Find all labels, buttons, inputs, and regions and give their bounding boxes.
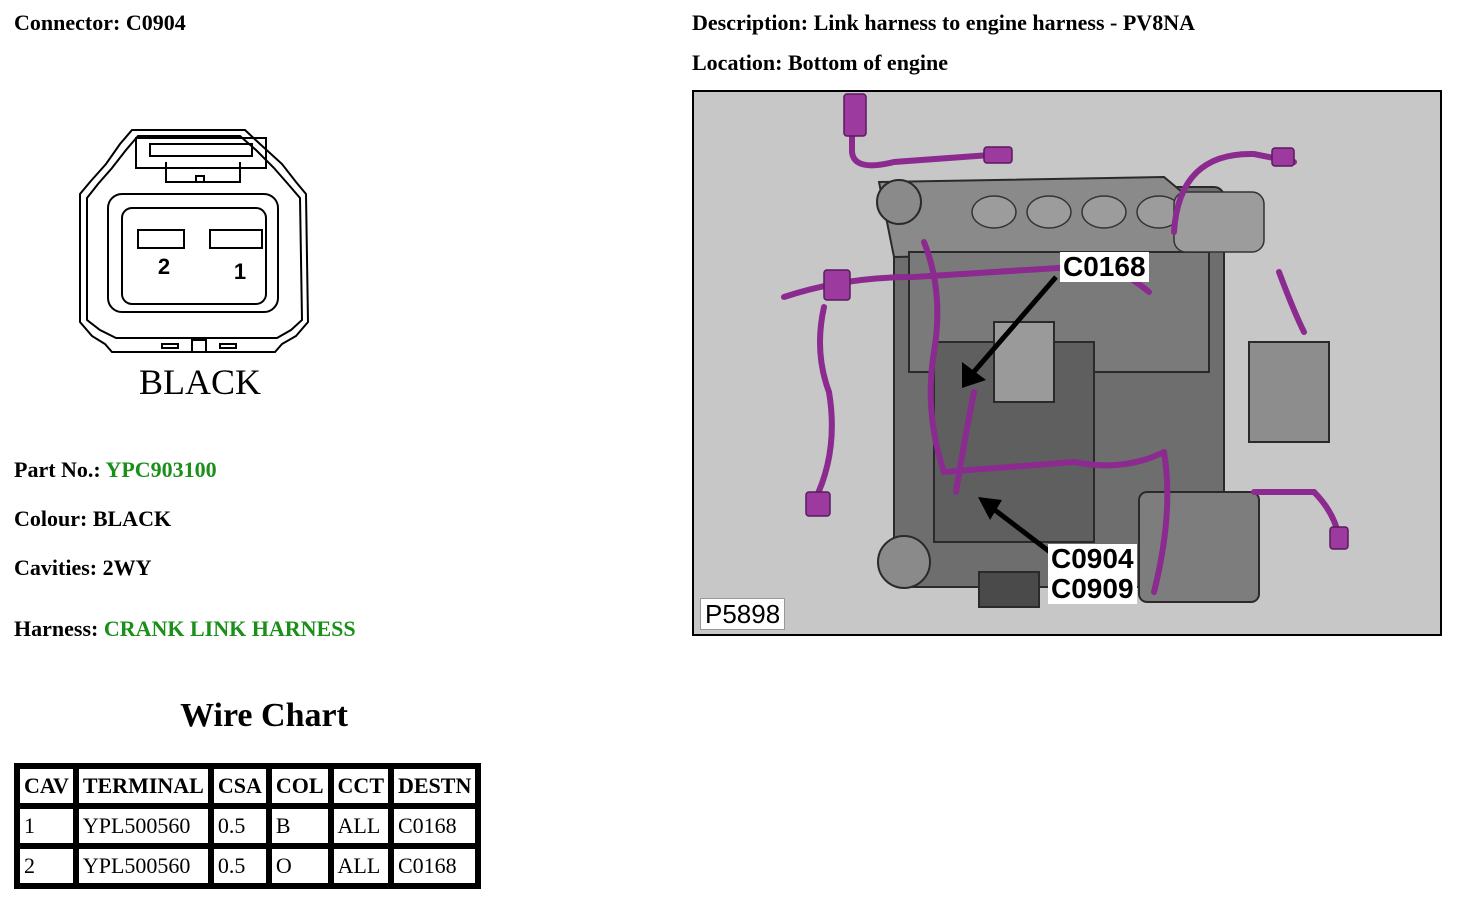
- cell-terminal: YPL500560: [75, 846, 211, 886]
- wire-chart-header-row: CAV TERMINAL CSA COL CCT DESTN: [17, 766, 479, 806]
- photo-id-label: P5898: [700, 598, 786, 630]
- cell-col: B: [268, 806, 331, 846]
- header-csa: CSA: [210, 766, 269, 806]
- location-label: Location:: [692, 50, 783, 75]
- cell-csa: 0.5: [210, 846, 269, 886]
- cell-destn: C0168: [391, 846, 479, 886]
- cavities-value: 2WY: [102, 555, 152, 580]
- cell-csa: 0.5: [210, 806, 269, 846]
- wire-chart-table: CAV TERMINAL CSA COL CCT DESTN 1 YPL5005…: [14, 763, 482, 889]
- part-no-link[interactable]: YPC903100: [105, 457, 217, 482]
- part-no-label: Part No.:: [14, 457, 101, 482]
- colour-value: BLACK: [92, 506, 172, 531]
- pin-label-1: 1: [234, 259, 246, 284]
- wire-chart-title: Wire Chart: [180, 697, 348, 734]
- cavities-label: Cavities:: [14, 555, 98, 580]
- connector-heading: Connector: C0904: [14, 10, 186, 36]
- callout-c0168: C0168: [1060, 252, 1149, 282]
- colour-label: Colour:: [14, 506, 88, 531]
- harness-label: Harness:: [14, 616, 99, 641]
- description-label: Description:: [692, 10, 809, 35]
- table-row: 1 YPL500560 0.5 B ALL C0168: [17, 806, 479, 846]
- header-destn: DESTN: [391, 766, 479, 806]
- callout-c0909: C0909: [1048, 574, 1137, 604]
- cell-cav: 2: [17, 846, 76, 886]
- cavities-line: Cavities: 2WY: [14, 555, 151, 581]
- description-line: Description: Link harness to engine harn…: [692, 10, 1195, 36]
- engine-illustration: [781, 93, 1349, 608]
- cell-col: O: [268, 846, 331, 886]
- harness-link[interactable]: CRANK LINK HARNESS: [103, 616, 356, 641]
- header-terminal: TERMINAL: [75, 766, 211, 806]
- cell-cav: 1: [17, 806, 76, 846]
- cell-destn: C0168: [391, 806, 479, 846]
- engine-location-image: C0168 C0904 C0909 P5898: [692, 90, 1442, 636]
- cell-terminal: YPL500560: [75, 806, 211, 846]
- header-cct: CCT: [330, 766, 391, 806]
- callout-c0904: C0904: [1048, 544, 1137, 574]
- connector-value: C0904: [125, 10, 186, 35]
- location-line: Location: Bottom of engine: [692, 50, 948, 76]
- connector-face-diagram: 2 1 BLACK: [79, 129, 310, 402]
- connector-color-label: BLACK: [139, 362, 261, 402]
- colour-line: Colour: BLACK: [14, 506, 171, 532]
- header-col: COL: [268, 766, 331, 806]
- pin-label-2: 2: [158, 254, 170, 279]
- cell-cct: ALL: [330, 806, 391, 846]
- location-value: Bottom of engine: [787, 50, 949, 75]
- description-value: Link harness to engine harness - PV8NA: [813, 10, 1195, 35]
- cell-cct: ALL: [330, 846, 391, 886]
- harness-line: Harness: CRANK LINK HARNESS: [14, 616, 356, 642]
- part-no-line: Part No.: YPC903100: [14, 457, 217, 483]
- connector-label: Connector:: [14, 10, 121, 35]
- header-cav: CAV: [17, 766, 76, 806]
- table-row: 2 YPL500560 0.5 O ALL C0168: [17, 846, 479, 886]
